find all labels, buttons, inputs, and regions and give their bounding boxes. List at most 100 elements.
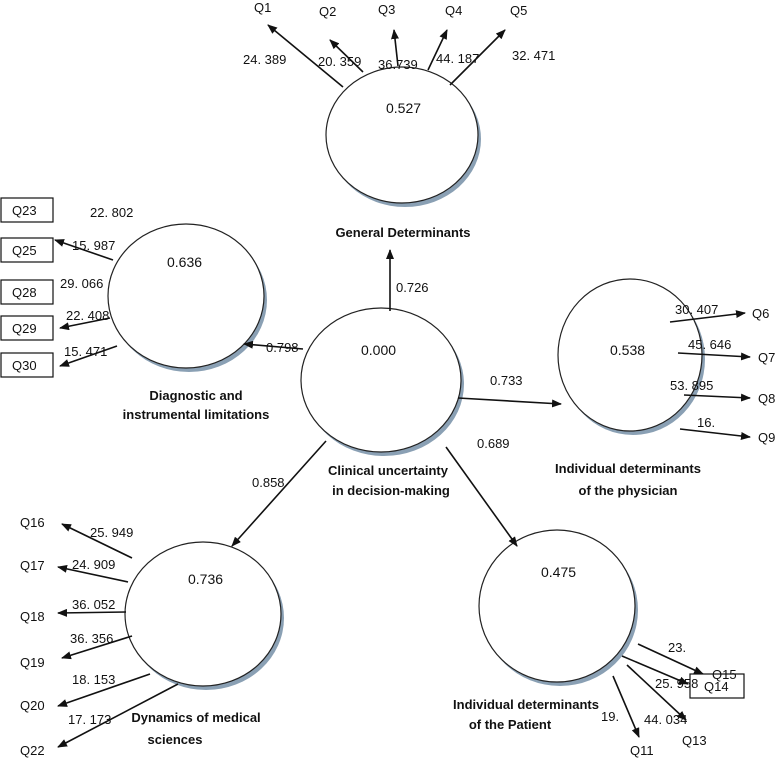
indicator-box [0, 237, 54, 263]
construct-general-r2: 0.527 [386, 100, 421, 116]
indicator-arrow [59, 317, 111, 331]
indicator-item: Q15 [712, 667, 737, 682]
indicator-arrow [267, 24, 344, 88]
construct-clinical: 0.000 Clinical uncertainty in decision-m… [300, 307, 464, 498]
construct-dynamics-r2: 0.736 [188, 571, 223, 587]
path-arrow-diagnostic [243, 340, 304, 350]
indicator-arrow [59, 345, 118, 367]
indicator-item: Q17 [20, 558, 45, 573]
indicator-weight: 17. 173 [68, 712, 111, 727]
path-coefficient-general: 0.726 [396, 280, 429, 295]
indicators-patient: Q15 Q14 Q13 Q11 23. 25. 958 44. 034 19. [601, 640, 745, 758]
construct-diagnostic-title-line1: Diagnostic and [149, 388, 242, 403]
indicator-item: Q22 [20, 743, 45, 758]
indicator-item: Q7 [758, 350, 775, 365]
indicator-weight: 36. 052 [72, 597, 115, 612]
indicator-box [0, 197, 54, 223]
indicator-arrow [683, 393, 751, 402]
indicator-weight: 18. 153 [72, 672, 115, 687]
construct-clinical-title-line2: in decision-making [332, 483, 450, 498]
indicator-weight: 20. 359 [318, 54, 361, 69]
construct-patient-title-line2: of the Patient [469, 717, 552, 732]
indicator-arrow [612, 675, 640, 738]
indicator-weight: 19. [601, 709, 619, 724]
path-coefficient-diagnostic: 0.798 [266, 340, 299, 355]
construct-general: 0.527 General Determinants [325, 66, 481, 240]
indicator-arrow [57, 673, 151, 707]
indicator-item: Q25 [12, 243, 37, 258]
path-arrow-dynamics [231, 440, 327, 547]
indicator-weight: 44. 034 [644, 712, 687, 727]
construct-clinical-r2: 0.000 [361, 342, 396, 358]
construct-dynamics-title-line1: Dynamics of medical [131, 710, 260, 725]
indicator-weight: 36.739 [378, 57, 418, 72]
indicator-item: Q13 [682, 733, 707, 748]
indicator-arrow [427, 29, 448, 71]
indicator-weight: 36. 356 [70, 631, 113, 646]
indicator-weight: 24. 909 [72, 557, 115, 572]
construct-physician-title-line2: of the physician [579, 483, 678, 498]
construct-general-title: General Determinants [335, 225, 470, 240]
indicator-item: Q3 [378, 2, 395, 17]
indicator-arrow [677, 352, 751, 361]
construct-patient-title-line1: Individual determinants [453, 697, 599, 712]
indicators-physician: Q6 Q7 Q8 Q9 30. 407 45. 646 53. 895 16. [669, 302, 775, 445]
indicator-item: Q29 [12, 321, 37, 336]
indicator-item: Q8 [758, 391, 775, 406]
indicator-arrow [621, 655, 689, 685]
indicator-arrow [391, 29, 399, 67]
indicator-weight: 24. 389 [243, 52, 286, 67]
indicator-arrow [637, 643, 704, 675]
construct-diagnostic-r2: 0.636 [167, 254, 202, 270]
construct-physician-r2: 0.538 [610, 342, 645, 358]
indicator-weight: 30. 407 [675, 302, 718, 317]
path-arrow-patient [445, 446, 518, 547]
indicator-item: Q18 [20, 609, 45, 624]
indicator-weight: 32. 471 [512, 48, 555, 63]
indicator-item: Q20 [20, 698, 45, 713]
construct-patient: 0.475 Individual determinants of the Pat… [453, 529, 638, 732]
indicator-item: Q4 [445, 3, 462, 18]
construct-patient-r2: 0.475 [541, 564, 576, 580]
indicator-arrow [61, 635, 133, 660]
path-coefficient-patient: 0.689 [477, 436, 510, 451]
indicator-arrow [329, 39, 364, 73]
indicator-weight: 22. 408 [66, 308, 109, 323]
indicator-item: Q30 [12, 358, 37, 373]
construct-diagnostic: 0.636 Diagnostic and instrumental limita… [107, 223, 269, 422]
indicator-arrow [57, 683, 179, 748]
indicator-box [0, 352, 54, 378]
structural-paths: 0.726 0.798 0.733 0.858 0.689 [231, 249, 562, 547]
construct-physician: 0.538 Individual determinants of the phy… [555, 278, 705, 498]
indicator-weight: 29. 066 [60, 276, 103, 291]
indicator-box [0, 279, 54, 305]
indicator-item: Q5 [510, 3, 527, 18]
indicator-weight: 44. 187 [436, 51, 479, 66]
indicator-item: Q9 [758, 430, 775, 445]
indicator-box [689, 673, 745, 699]
indicator-weight: 22. 802 [90, 205, 133, 220]
indicator-weight: 25. 949 [90, 525, 133, 540]
indicator-weight: 45. 646 [688, 337, 731, 352]
indicator-arrow [54, 239, 114, 261]
indicator-item: Q11 [630, 743, 654, 758]
indicator-item: Q6 [752, 306, 769, 321]
indicator-weight: 25. 958 [655, 676, 698, 691]
indicator-item: Q28 [12, 285, 37, 300]
indicator-arrow [57, 564, 129, 583]
path-arrow-physician [457, 397, 562, 408]
indicator-item: Q14 [704, 679, 729, 694]
indicator-item: Q16 [20, 515, 45, 530]
indicator-item: Q1 [254, 0, 271, 15]
indicator-box [0, 315, 54, 341]
indicator-arrow [449, 29, 506, 86]
indicator-item: Q23 [12, 203, 37, 218]
indicator-arrow [669, 310, 746, 323]
indicator-arrow [61, 523, 133, 559]
indicator-weight: 53. 895 [670, 378, 713, 393]
indicator-arrow [57, 608, 127, 617]
indicators-diagnostic: Q23 Q25 Q28 Q29 Q30 22. 802 15. 987 29. … [0, 197, 133, 378]
construct-dynamics: 0.736 Dynamics of medical sciences [124, 541, 284, 747]
construct-clinical-title-line1: Clinical uncertainty [328, 463, 449, 478]
